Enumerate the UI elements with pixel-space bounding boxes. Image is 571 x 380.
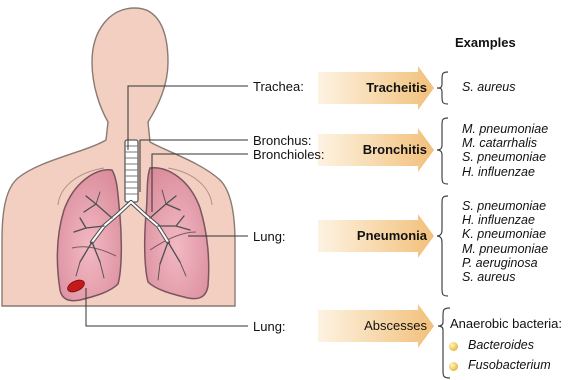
- examples-bronchitis: M. pneumoniae M. catarrhalis S. pneumoni…: [462, 122, 548, 179]
- organism: S. pneumoniae: [462, 199, 548, 213]
- organism: H. influenzae: [462, 165, 548, 179]
- examples-heading: Examples: [455, 35, 516, 50]
- disease-bronchitis: Bronchitis: [363, 142, 427, 157]
- trachea: [125, 140, 138, 202]
- bullet-icon: [449, 342, 458, 351]
- examples-pneumonia: S. pneumoniae H. influenzae K. pneumonia…: [462, 199, 548, 284]
- site-label-bronchioles: Bronchioles:: [253, 147, 325, 162]
- organism: P. aeruginosa: [462, 256, 548, 270]
- organism: M. catarrhalis: [462, 136, 548, 150]
- bullet-icon: [449, 362, 458, 371]
- braces: [437, 72, 450, 378]
- site-label-lung-abscess: Lung:: [253, 319, 286, 334]
- site-label-lung-pneumonia: Lung:: [253, 229, 286, 244]
- site-label-bronchus: Bronchus:: [253, 133, 312, 148]
- organism: K. pneumoniae: [462, 227, 548, 241]
- organism: S. aureus: [462, 270, 548, 284]
- arrows: [318, 66, 434, 348]
- disease-abscesses: Abscesses: [364, 318, 427, 333]
- organism: S. aureus: [462, 80, 516, 94]
- organism: S. pneumoniae: [462, 150, 548, 164]
- organism-bacteroides: Bacteroides: [468, 338, 534, 352]
- examples-tracheitis: S. aureus: [462, 80, 516, 94]
- anaerobic-heading: Anaerobic bacteria:: [450, 316, 562, 331]
- organism: H. influenzae: [462, 213, 548, 227]
- disease-pneumonia: Pneumonia: [357, 228, 427, 243]
- organism: M. pneumoniae: [462, 242, 548, 256]
- organism-fusobacterium: Fusobacterium: [468, 358, 551, 372]
- site-label-trachea: Trachea:: [253, 79, 304, 94]
- disease-tracheitis: Tracheitis: [366, 80, 427, 95]
- organism: M. pneumoniae: [462, 122, 548, 136]
